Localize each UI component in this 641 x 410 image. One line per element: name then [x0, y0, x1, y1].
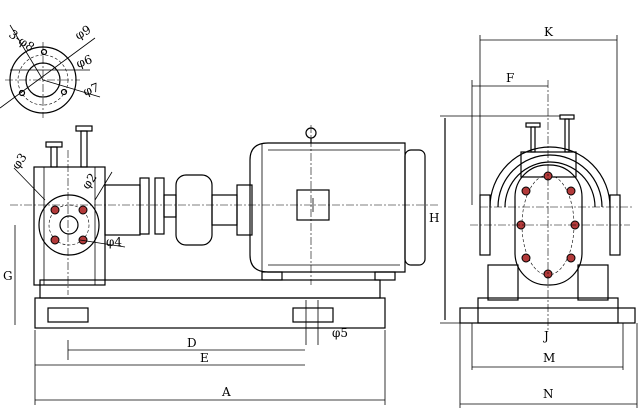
dim-N: N: [543, 387, 554, 401]
flange-hole: [40, 48, 48, 56]
label-d9: φ9: [73, 22, 94, 42]
dim-F: F: [506, 71, 514, 85]
label-holes: 3-φ8: [6, 27, 37, 54]
flange-hole: [60, 88, 68, 96]
label-d6: φ6: [74, 52, 94, 71]
label-d7: φ7: [81, 80, 101, 99]
base-frame: [39, 279, 381, 299]
dim-K: K: [544, 25, 554, 39]
flange-detail: 3-φ8 φ9 φ6 φ7: [0, 22, 101, 118]
label-d4: φ4: [106, 235, 122, 249]
dim-G: G: [3, 269, 13, 283]
front-view: φ3 φ2 φ4 φ5 G D E: [3, 125, 440, 405]
dim-H: H: [429, 211, 439, 225]
dim-D: D: [187, 336, 197, 350]
dim-J: J: [542, 329, 549, 343]
side-view: K F H J M N: [429, 25, 638, 408]
motor-body: [249, 142, 406, 273]
label-d5: φ5: [332, 326, 348, 340]
dim-E: E: [200, 351, 209, 365]
flange-hole: [18, 89, 26, 97]
dim-M: M: [543, 351, 555, 365]
dim-A: A: [221, 385, 231, 399]
label-d3: φ3: [9, 151, 30, 172]
label-d2: φ2: [79, 171, 100, 192]
